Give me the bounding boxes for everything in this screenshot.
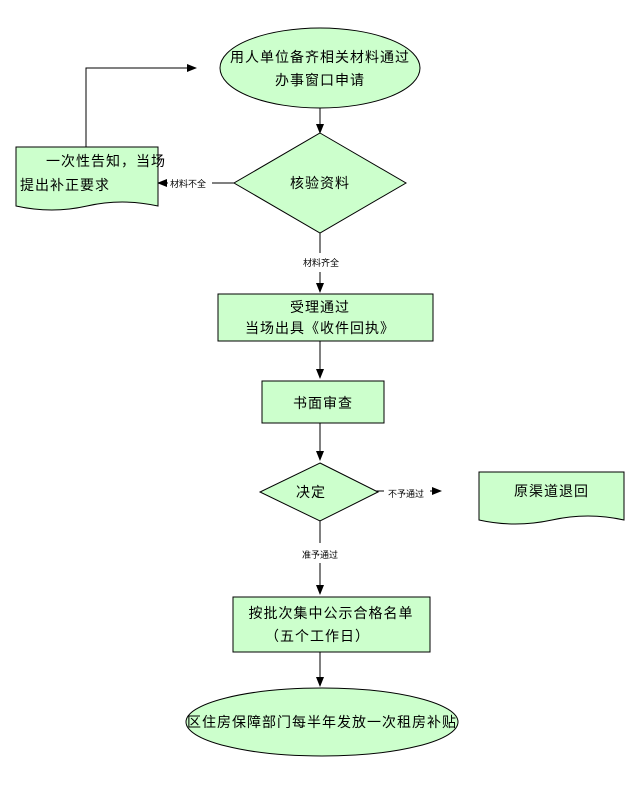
node-notify-line1: 一次性告知，当场	[46, 153, 166, 170]
node-written-review: 书面审查	[261, 380, 385, 424]
node-start-line2: 办事窗口申请	[275, 72, 365, 89]
node-return-label: 原渠道退回	[514, 484, 589, 500]
node-return-original-channel: 原渠道退回	[478, 471, 625, 525]
node-decide-label: 决定	[296, 485, 326, 501]
node-publicize-line2: （五个工作日）	[265, 629, 370, 645]
node-accept: 受理通过 当场出具《收件回执》	[217, 293, 434, 342]
node-accept-line1: 受理通过	[290, 300, 350, 316]
edge-label-approve: 准予通过	[302, 549, 338, 561]
node-start-application: 用人单位备齐相关材料通过 办事窗口申请	[219, 27, 421, 109]
node-accept-line2: 当场出具《收件回执》	[245, 321, 395, 337]
node-subsidy-label: 区住房保障部门每半年发放一次租房补贴	[187, 715, 457, 731]
edge-label-complete: 材料齐全	[303, 257, 339, 269]
node-publicize-line1: 按批次集中公示合格名单	[249, 605, 414, 622]
node-decision: 决定	[258, 462, 380, 522]
node-rent-subsidy: 区住房保障部门每半年发放一次租房补贴	[185, 687, 459, 757]
node-notify-correction: 一次性告知，当场 提出补正要求	[15, 146, 166, 211]
node-verify-materials: 核验资料	[233, 132, 407, 234]
node-verify-label: 核验资料	[290, 176, 350, 192]
node-start-line1: 用人单位备齐相关材料通过	[230, 49, 410, 66]
node-notify-line2: 提出补正要求	[20, 178, 110, 194]
node-publicize-list: 按批次集中公示合格名单 （五个工作日）	[232, 596, 431, 653]
arrow-notify-back-to-start	[85, 64, 197, 147]
edge-label-incomplete: 材料不全	[170, 178, 206, 190]
edge-label-reject: 不予通过	[388, 488, 424, 500]
node-review-label: 书面审查	[293, 396, 353, 412]
